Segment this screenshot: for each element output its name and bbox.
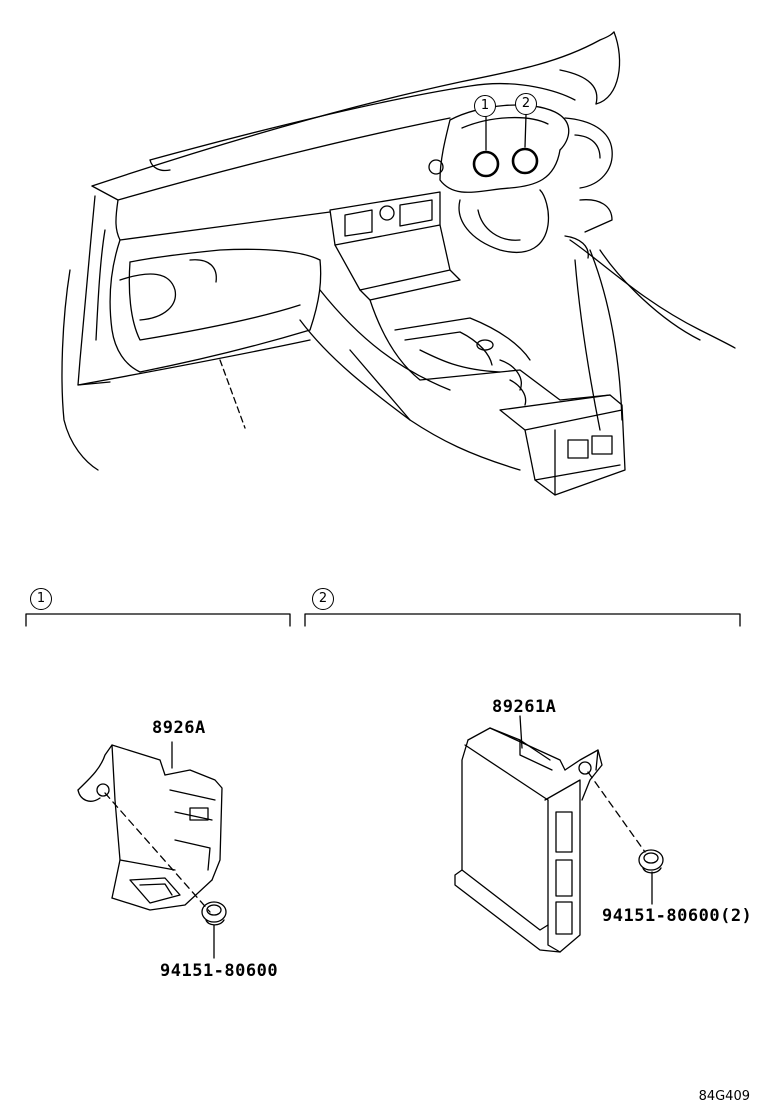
dashboard-illustration: [61, 31, 736, 496]
section-badge-1: 1: [30, 588, 52, 610]
callout-badge-2[interactable]: 2: [515, 93, 537, 115]
ecu-illustration: [454, 715, 664, 953]
part-label-8926a[interactable]: 8926A: [152, 718, 206, 738]
diagram-code: 84G409: [698, 1089, 750, 1104]
part-label-89261a[interactable]: 89261A: [492, 697, 557, 717]
section-bracket-1: [25, 613, 291, 627]
callout-badge-1[interactable]: 1: [474, 95, 496, 117]
section-badge-2: 2: [312, 588, 334, 610]
part-label-94151-80600[interactable]: 94151-80600: [160, 961, 279, 981]
part-label-94151-80600-2[interactable]: 94151-80600(2): [602, 906, 753, 926]
switch-assembly-illustration: [77, 741, 227, 959]
section-bracket-2: [304, 613, 741, 627]
